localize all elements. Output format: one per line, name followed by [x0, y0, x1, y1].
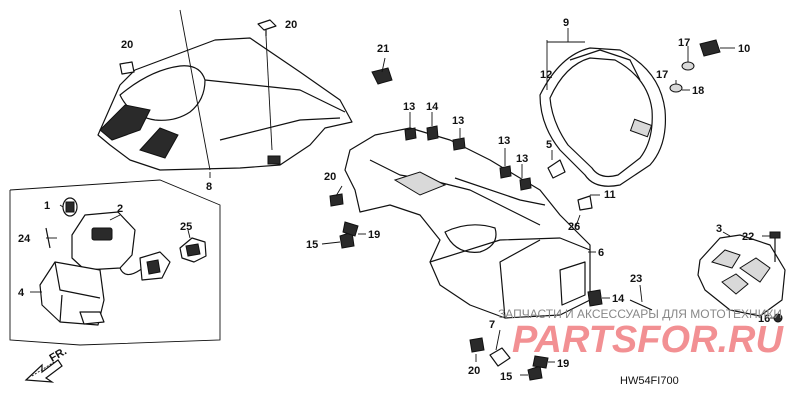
front-arrow-icon: FR.: [24, 345, 69, 383]
diagram-code: HW54FI700: [620, 375, 679, 387]
seat-cowl-part: [97, 37, 353, 171]
callout-2: 2: [117, 203, 123, 215]
callout-numbers: 20 20 21 8 13 14 13 13 13 5 9 12 17 10 1…: [18, 17, 770, 383]
callout-20-top: 20: [285, 19, 297, 31]
callout-20-mid: 20: [324, 171, 336, 183]
callout-4: 4: [18, 287, 25, 299]
callout-6: 6: [598, 247, 604, 259]
callout-11: 11: [604, 189, 616, 201]
callout-14-a: 14: [426, 101, 439, 113]
callout-13-c: 13: [498, 135, 510, 147]
bracket-part: [39, 261, 105, 326]
callout-14-b: 14: [612, 293, 625, 305]
relay-part: [179, 237, 207, 263]
front-label: FR.: [48, 345, 69, 364]
callout-21: 21: [377, 43, 389, 55]
tail-light-part: [539, 47, 667, 187]
control-unit-part: [71, 211, 171, 281]
callout-1: 1: [44, 200, 50, 212]
callout-19-b: 19: [557, 358, 569, 370]
callout-26: 26: [568, 221, 580, 233]
watermark: ЗАПЧАСТИ И АКСЕССУАРЫ ДЛЯ МОТОТЕХНИКИ PA…: [498, 307, 784, 361]
callout-10: 10: [738, 43, 750, 55]
rear-fender-part: [344, 127, 591, 319]
fasteners-group: [45, 19, 783, 381]
leader-lines: [9, 9, 774, 376]
callout-12: 12: [540, 69, 552, 81]
plate-part: [697, 234, 786, 317]
callout-13-b: 13: [452, 115, 464, 127]
callout-25: 25: [180, 221, 192, 233]
callout-15-b: 15: [500, 371, 512, 383]
callout-13-d: 13: [516, 153, 528, 165]
callout-3: 3: [716, 223, 722, 235]
callout-5: 5: [546, 139, 552, 151]
callout-7: 7: [489, 319, 495, 331]
callout-20-bottom: 20: [468, 365, 480, 377]
rubber-mount-part: [62, 197, 78, 217]
callout-24: 24: [18, 233, 31, 245]
callout-8: 8: [206, 181, 212, 193]
watermark-text: ЗАПЧАСТИ И АКСЕССУАРЫ ДЛЯ МОТОТЕХНИКИ: [498, 307, 782, 321]
callout-23: 23: [630, 273, 642, 285]
callout-16: 16: [758, 313, 770, 325]
callout-19-a: 19: [368, 229, 380, 241]
watermark-logo: PARTSFOR.RU: [512, 319, 784, 361]
callout-22: 22: [742, 231, 754, 243]
callout-17-b: 17: [656, 69, 668, 81]
callout-13-a: 13: [403, 101, 415, 113]
callout-20-left: 20: [121, 39, 133, 51]
callout-18: 18: [692, 85, 704, 97]
callout-9: 9: [563, 17, 569, 29]
callout-15-a: 15: [306, 239, 318, 251]
callout-17-a: 17: [678, 37, 690, 49]
